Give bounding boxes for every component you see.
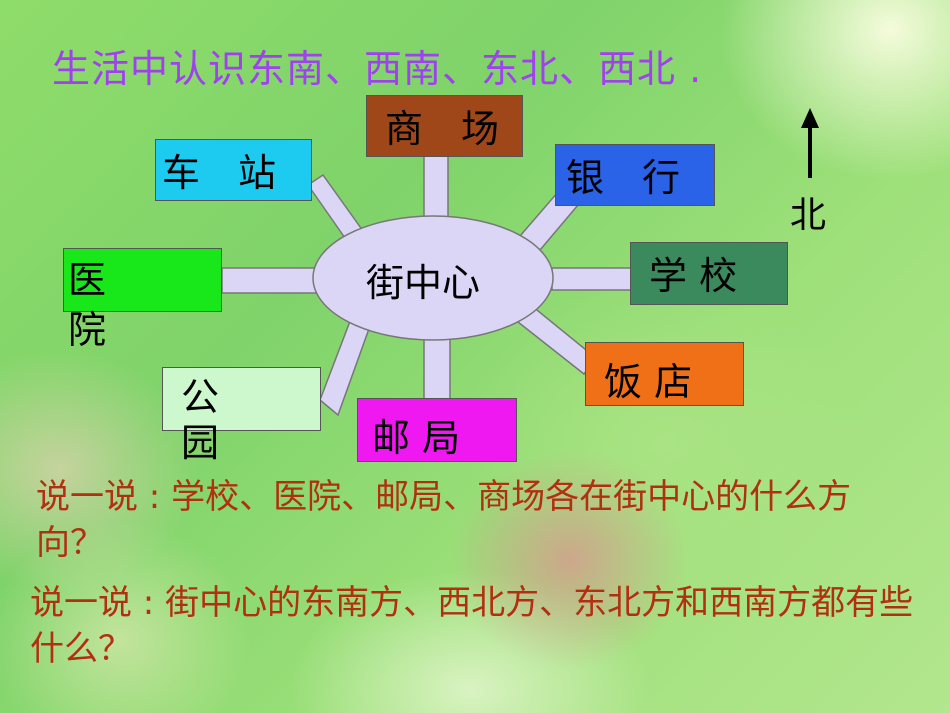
place-fandian-label: 饭 店 (604, 360, 693, 404)
north-label: 北 (790, 195, 827, 236)
place-chezhan-label: 车 站 (162, 151, 277, 195)
place-yiyuan-label: 医 院 (68, 258, 107, 352)
spoke-xuexiao (551, 267, 633, 291)
place-yinhang: 银 行 (555, 144, 715, 206)
place-youju-label: 邮 局 (372, 416, 461, 460)
place-yinhang-label: 银 行 (566, 156, 681, 200)
place-xuexiao: 学 校 (630, 242, 788, 305)
place-fandian: 饭 店 (585, 342, 744, 406)
question-1: 说一说 : 学校、医院、邮局、商场各在街中心的什么方向？ (36, 477, 852, 563)
hub-label: 街中心 (366, 261, 481, 305)
hub-ellipse (312, 215, 554, 341)
place-gongyuan-label: 公 园 (181, 375, 220, 465)
place-youju: 邮 局 (357, 398, 517, 462)
place-yiyuan: 医 院 (63, 248, 222, 352)
north-arrow-icon (801, 108, 819, 178)
place-chezhan: 车 站 (155, 139, 312, 201)
place-shangchang-label: 商 场 (385, 107, 500, 151)
place-xuexiao-label: 学 校 (649, 254, 738, 298)
page-title: 生活中认识东南、西南、东北、西北 . (52, 47, 703, 91)
question-2: 说一说 : 街中心的东南方、西北方、东北方和西南方都有些什么？ (30, 583, 914, 669)
spoke-yiyuan (221, 267, 319, 294)
place-gongyuan: 公 园 (162, 367, 321, 465)
place-shangchang: 商 场 (366, 95, 523, 157)
